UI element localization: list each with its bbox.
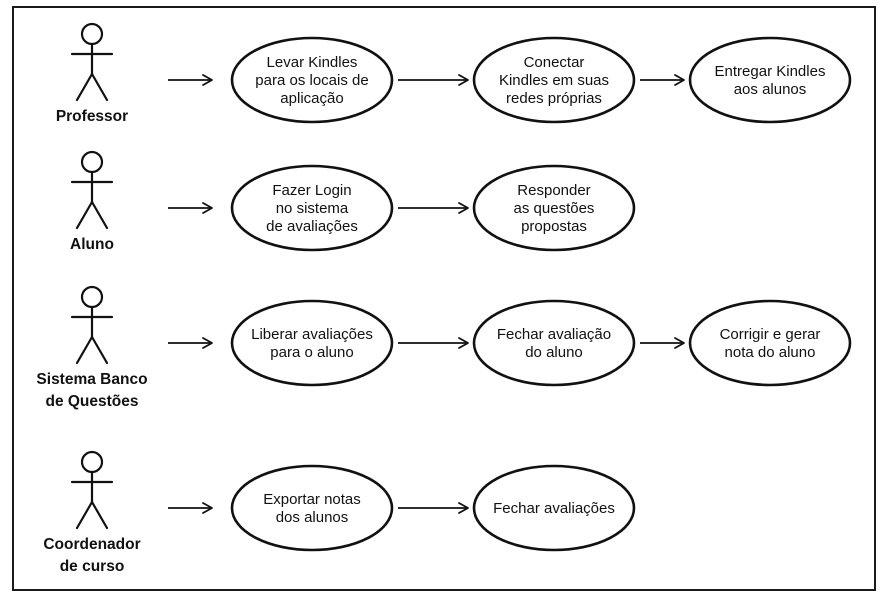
use-case-label: Liberar avaliações bbox=[251, 326, 373, 343]
use-case-ellipse bbox=[230, 464, 394, 552]
actor-figure-icon bbox=[70, 285, 114, 365]
flow-arrow bbox=[640, 74, 685, 86]
use-case-ellipse bbox=[472, 36, 636, 124]
actor-arrow bbox=[168, 202, 213, 214]
arrow-head bbox=[202, 337, 213, 349]
use-case-label: propostas bbox=[521, 218, 587, 235]
use-case-label: de avaliações bbox=[266, 218, 358, 235]
actor-figure-icon bbox=[70, 150, 114, 230]
actor-right-leg bbox=[90, 200, 109, 230]
use-case-label: Kindles em suas bbox=[499, 72, 609, 89]
actor-head bbox=[80, 22, 104, 46]
arrow-head bbox=[202, 202, 213, 214]
use-case-label: Fechar avaliações bbox=[493, 500, 615, 517]
use-case-label: Entregar Kindles bbox=[715, 63, 826, 80]
use-case-ellipse bbox=[472, 299, 636, 387]
use-case-label: redes próprias bbox=[506, 90, 602, 107]
use-case-label: aplicação bbox=[280, 90, 343, 107]
use-case-label: aos alunos bbox=[734, 81, 807, 98]
actor-left-leg bbox=[75, 200, 94, 230]
actor-left-leg bbox=[75, 72, 94, 102]
use-case-ellipse bbox=[472, 164, 636, 252]
actor-arrow bbox=[168, 502, 213, 514]
arrow-head bbox=[458, 337, 469, 349]
use-case-label: dos alunos bbox=[276, 509, 349, 526]
actor-figure-icon bbox=[70, 450, 114, 530]
use-case-ellipse bbox=[472, 464, 636, 552]
use-case-ellipse bbox=[230, 299, 394, 387]
use-case-label: Fazer Login bbox=[272, 182, 351, 199]
diagram-row: Sistema Banco de Questões Liberar avaliaçõ… bbox=[36, 285, 852, 410]
use-case-ellipse bbox=[230, 36, 394, 124]
actor-left-leg bbox=[75, 335, 94, 365]
actor-right-leg bbox=[90, 72, 109, 102]
use-case-ellipse bbox=[230, 164, 394, 252]
use-case-ellipse bbox=[688, 36, 852, 124]
use-case-label: Fechar avaliação bbox=[497, 326, 611, 343]
arrow-head bbox=[202, 502, 213, 514]
actor-figure-icon bbox=[70, 22, 114, 102]
flow-arrow bbox=[398, 502, 469, 514]
arrow-head bbox=[202, 74, 213, 86]
arrow-head bbox=[674, 337, 685, 349]
flow-arrow bbox=[398, 337, 469, 349]
flow-arrow bbox=[398, 202, 469, 214]
use-case-label: para os locais de bbox=[255, 72, 368, 89]
use-case-label: nota do aluno bbox=[725, 344, 816, 361]
actor-head bbox=[80, 150, 104, 174]
actor-label: Professor bbox=[56, 108, 128, 125]
arrow-head bbox=[458, 74, 469, 86]
actor-right-leg bbox=[90, 335, 109, 365]
use-case-ellipse bbox=[688, 299, 852, 387]
actor-right-leg bbox=[90, 500, 109, 530]
arrow-head bbox=[458, 502, 469, 514]
use-case: Fechar avaliações bbox=[472, 464, 636, 552]
actor-left-leg bbox=[75, 500, 94, 530]
use-case-label: Corrigir e gerar bbox=[720, 326, 821, 343]
actor-head bbox=[80, 450, 104, 474]
arrow-head bbox=[674, 74, 685, 86]
actor-head bbox=[80, 285, 104, 309]
flow-arrow bbox=[640, 337, 685, 349]
use-case-label: as questões bbox=[514, 200, 595, 217]
use-case-label: do aluno bbox=[525, 344, 583, 361]
actor-label: Coordenador bbox=[43, 536, 140, 553]
actor-arrow bbox=[168, 74, 213, 86]
use-case-label: Exportar notas bbox=[263, 491, 361, 508]
use-case-label: no sistema bbox=[276, 200, 349, 217]
arrow-head bbox=[458, 202, 469, 214]
use-case-label: Levar Kindles bbox=[267, 54, 358, 71]
actor-label: de curso bbox=[60, 558, 125, 575]
actor-arrow bbox=[168, 337, 213, 349]
use-case-label: Conectar bbox=[524, 54, 585, 71]
actor-label: Sistema Banco bbox=[36, 371, 147, 388]
use-case-label: para o aluno bbox=[270, 344, 353, 361]
actor-label: Aluno bbox=[70, 236, 114, 253]
actor-label: de Questões bbox=[45, 393, 138, 410]
flow-arrow bbox=[398, 74, 469, 86]
use-case-label: Responder bbox=[517, 182, 590, 199]
